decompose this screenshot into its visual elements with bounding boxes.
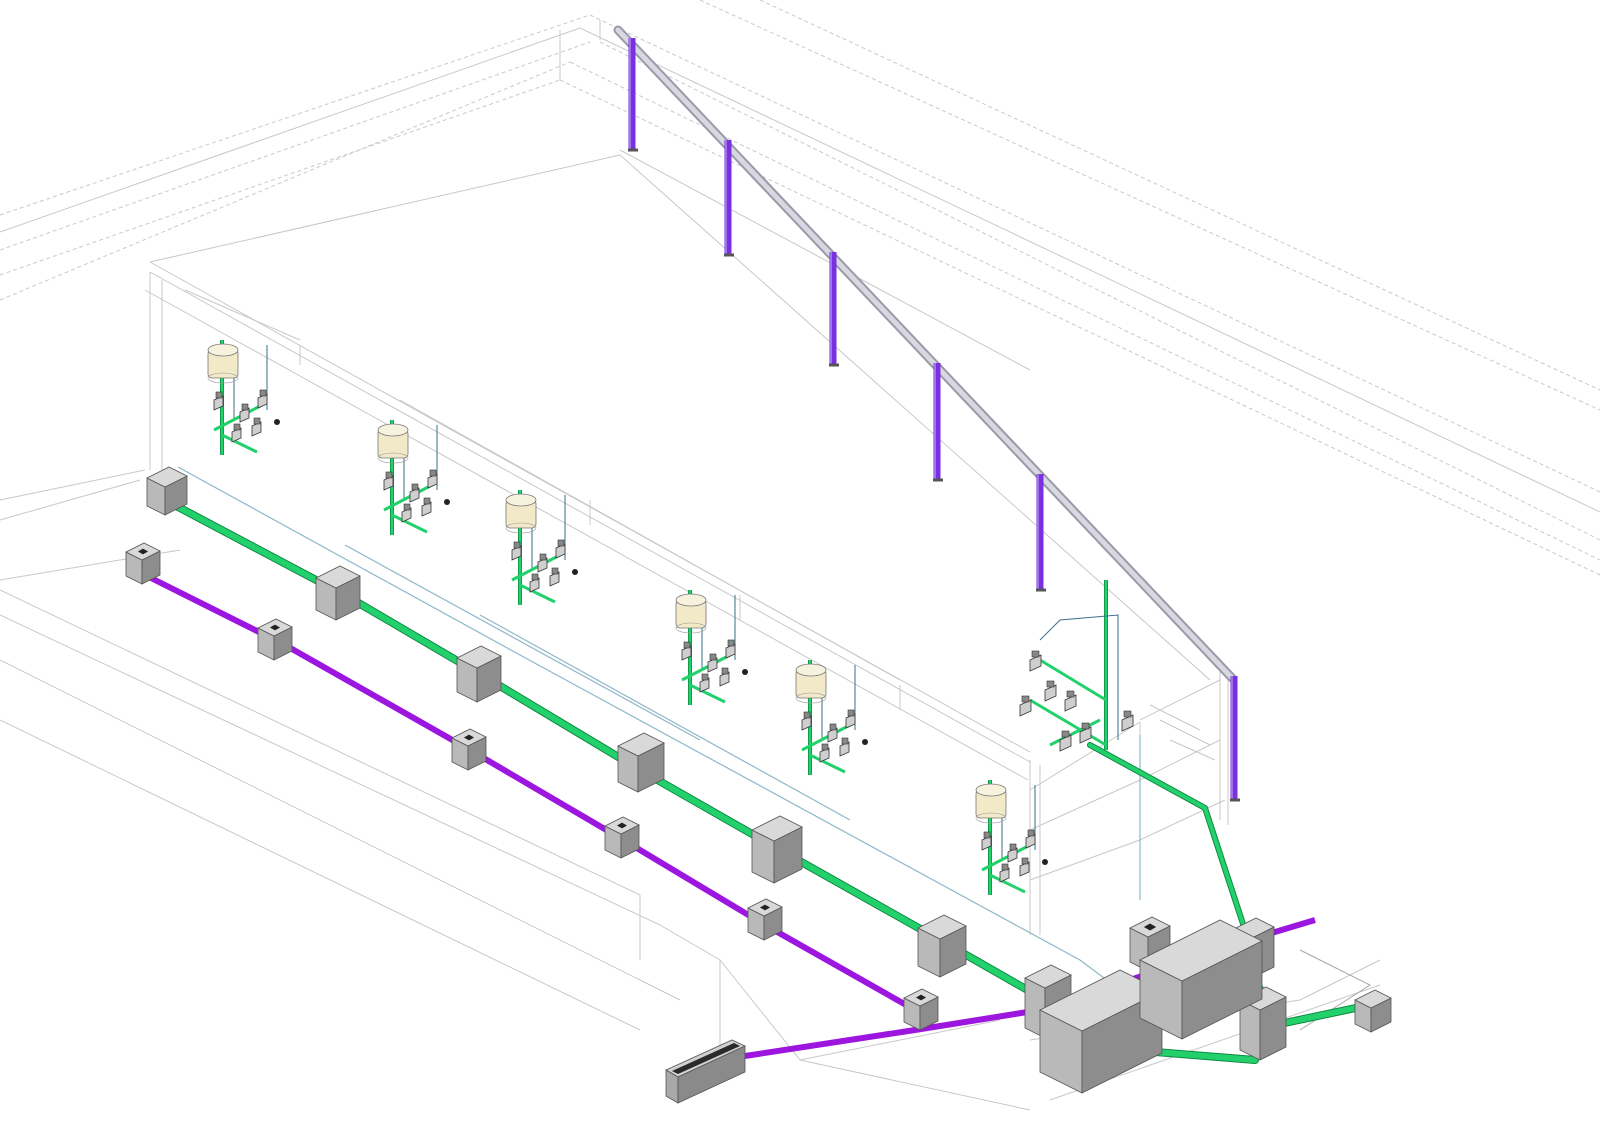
drainage-manhole <box>751 815 803 884</box>
sanitary-fixture <box>257 389 268 409</box>
water-tank <box>207 343 239 384</box>
stormwater-inspection-box <box>257 618 293 661</box>
branch-pipe <box>1029 658 1107 747</box>
branch-pipe <box>213 403 263 454</box>
fixture-group <box>1019 580 1134 752</box>
sanitary-fixture <box>1025 829 1036 849</box>
treatment-tank <box>1139 919 1263 1040</box>
sanitary-fixture <box>421 497 432 517</box>
fixture-group <box>377 420 450 535</box>
cleanout <box>1042 859 1048 865</box>
downspouts <box>628 38 1240 802</box>
sanitary-fixture <box>549 567 560 587</box>
branch-pipe <box>681 653 731 704</box>
sanitary-fixture <box>1029 650 1042 672</box>
stormwater-inspection-box <box>125 542 161 585</box>
water-tank <box>795 663 827 704</box>
drainage-manhole <box>1354 989 1392 1033</box>
stormwater-inspection-box <box>903 988 939 1031</box>
sanitary-fixture <box>699 673 710 693</box>
drainage-manhole <box>146 466 188 516</box>
sanitary-fixture <box>707 653 718 673</box>
branch-pipe <box>383 483 433 534</box>
drainage-manhole <box>617 732 665 793</box>
sanitary-fixture <box>801 711 812 731</box>
sanitary-fixture <box>231 423 242 443</box>
sanitary-fixture <box>1059 730 1072 752</box>
drainage-pipe <box>1087 742 1248 933</box>
sanitary-fixture <box>1007 843 1018 863</box>
stormwater-inspection-box <box>451 728 487 771</box>
sanitary-fixture <box>409 483 420 503</box>
sanitary-fixture <box>845 709 856 729</box>
water-tank <box>975 783 1007 824</box>
sanitary-fixture <box>251 417 262 437</box>
sanitary-fixture <box>529 573 540 593</box>
channel-drain <box>665 1039 746 1104</box>
sanitary-fixture <box>537 553 548 573</box>
fixture-group <box>505 490 578 605</box>
fixture-groups <box>207 340 1134 895</box>
sanitary-fixture <box>1019 857 1030 877</box>
drainage-manhole <box>315 565 361 621</box>
cleanout <box>444 499 450 505</box>
sanitary-fixture <box>213 391 224 411</box>
sanitary-fixture <box>725 639 736 659</box>
sanitary-fixture <box>1019 695 1032 717</box>
sanitary-fixture <box>681 641 692 661</box>
drainage-manhole <box>456 645 502 703</box>
water-tank <box>377 423 409 464</box>
cold-water-lines <box>177 466 1141 991</box>
sanitary-fixture <box>555 539 566 559</box>
stormwater-inspection-box <box>747 898 783 941</box>
cleanout <box>572 569 578 575</box>
fixture-group <box>207 340 280 455</box>
branch-pipe <box>801 723 851 774</box>
sanitary-fixture <box>819 743 830 763</box>
stormwater-inspection-box <box>604 816 640 859</box>
sanitary-fixture <box>1121 710 1134 732</box>
branch-pipe <box>981 843 1031 894</box>
fixture-group <box>795 660 868 775</box>
sanitary-fixture <box>827 723 838 743</box>
sanitary-fixture <box>1064 690 1077 712</box>
sanitary-fixture <box>401 503 412 523</box>
drainage-manhole <box>917 914 967 978</box>
cleanout <box>742 669 748 675</box>
sanitary-fixture <box>1044 680 1057 702</box>
sanitary-fixture <box>999 863 1010 883</box>
cleanout <box>274 419 280 425</box>
sanitary-fixture <box>981 831 992 851</box>
sanitary-fixture <box>511 541 522 561</box>
cleanout <box>862 739 868 745</box>
sanitary-fixture <box>1079 722 1092 744</box>
water-tank <box>675 593 707 634</box>
fixture-group <box>975 780 1048 895</box>
sanitary-fixture <box>719 667 730 687</box>
treatment-tank <box>1039 969 1163 1094</box>
sanitary-fixture <box>427 469 438 489</box>
sanitary-fixture <box>839 737 850 757</box>
sanitary-fixture <box>239 403 250 423</box>
branch-pipe <box>511 553 561 604</box>
sanitary-fixture <box>383 471 394 491</box>
roof-gutter-system <box>613 25 1240 802</box>
chambers <box>125 466 1392 1094</box>
water-tank <box>505 493 537 534</box>
fixture-group <box>675 590 748 705</box>
